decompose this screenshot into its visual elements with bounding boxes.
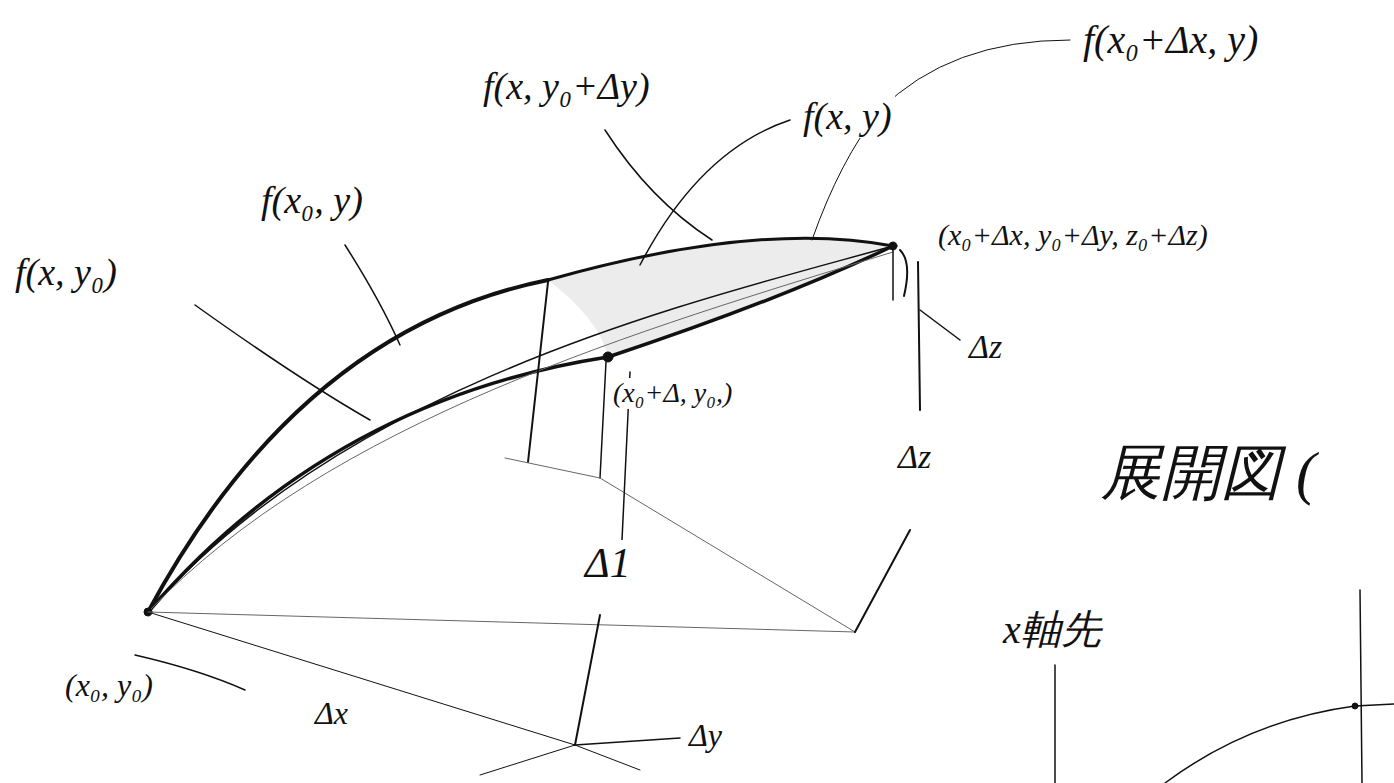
axis-line <box>575 738 680 745</box>
leader-line <box>195 305 370 420</box>
dimension-label: Δz <box>895 438 934 475</box>
leader-line <box>640 120 790 265</box>
point-label: (x₀+Δ, y₀,) <box>610 378 735 409</box>
vertical-line <box>600 362 606 478</box>
base-line <box>148 612 855 632</box>
function-label: f(x, y) <box>800 96 895 138</box>
point <box>603 352 613 362</box>
curve-f-x-y0 <box>148 357 608 612</box>
base-line <box>148 612 575 745</box>
curve-f-x0dx-y <box>608 246 893 357</box>
point <box>1352 703 1358 709</box>
function-label: f(x₀, y) <box>258 180 366 222</box>
dz-bracket <box>900 250 907 296</box>
function-label: f(x₀+Δx, y) <box>1080 18 1261 62</box>
base-line <box>855 530 910 632</box>
vertical-line <box>892 250 894 300</box>
axis-line <box>575 615 600 745</box>
curve-f-x-y0dy <box>548 238 893 280</box>
point-label: (x₀, y₀) <box>62 668 156 703</box>
leader-line <box>605 130 712 240</box>
axis-line <box>480 745 640 775</box>
surface-patch <box>548 238 893 357</box>
function-label: f(x, y₀+Δy) <box>480 66 653 108</box>
figure-line <box>1165 704 1394 783</box>
sketch-line <box>148 252 893 612</box>
leader-line <box>812 40 1070 240</box>
point-label: (x₀+Δx, y₀+Δy, z₀+Δz) <box>935 218 1211 251</box>
curve-f-x-y <box>148 246 893 612</box>
vertical-line <box>528 282 548 462</box>
function-label: f(x, y₀) <box>12 252 120 294</box>
point <box>889 242 897 250</box>
dimension-label: Δy <box>686 718 725 753</box>
vertical-line <box>918 262 920 410</box>
heading-note: 展開図 ( <box>1098 440 1319 506</box>
base-line <box>505 458 855 632</box>
axis-note: x軸先 <box>1000 608 1104 652</box>
leader-line <box>920 310 960 340</box>
dimension-label: Δx <box>312 696 351 731</box>
figure-line <box>1054 665 1056 783</box>
dimension-label: Δz <box>966 328 1005 365</box>
figure-line <box>1360 590 1362 783</box>
dimension-label: Δ1 <box>582 540 634 586</box>
leader-line <box>345 245 400 345</box>
